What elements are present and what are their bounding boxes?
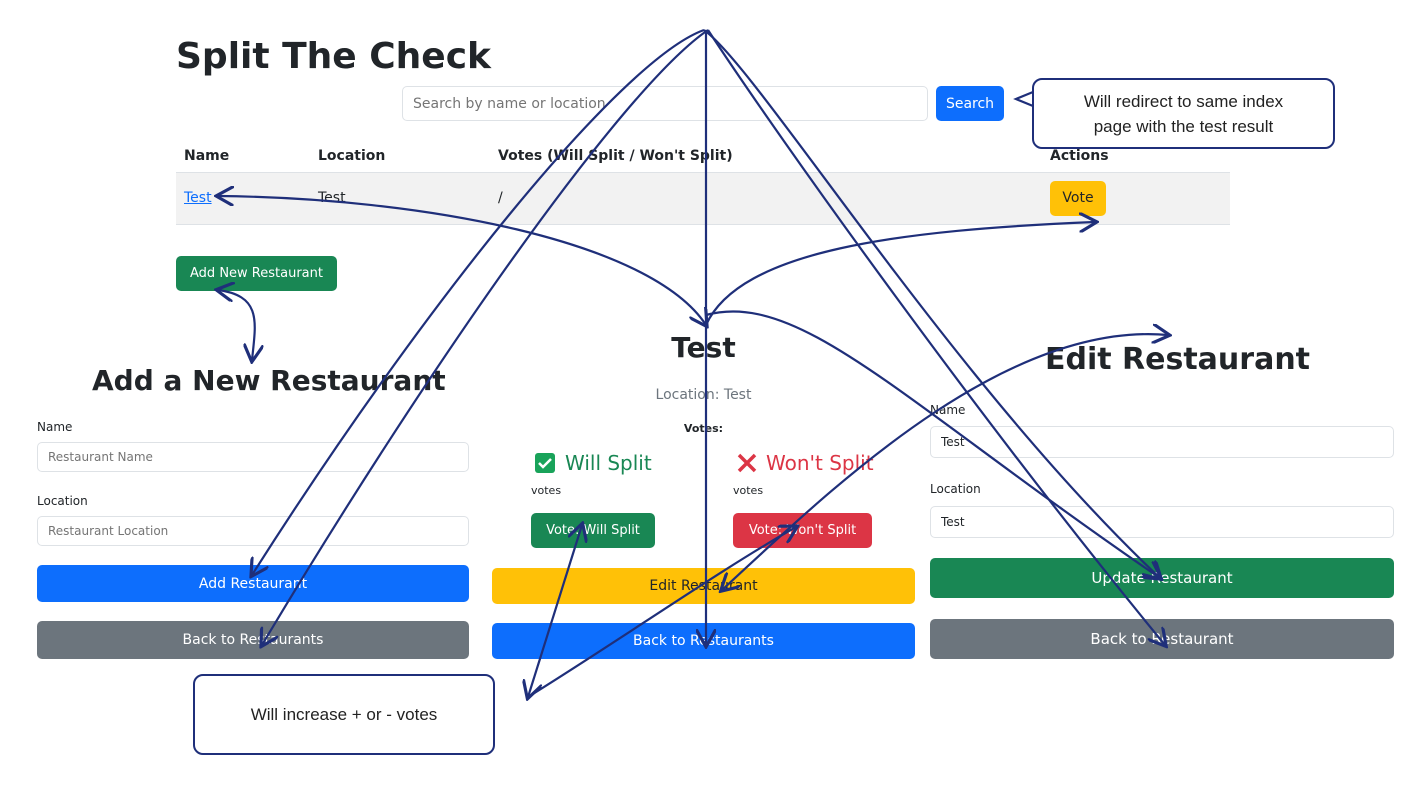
add-restaurant-button[interactable]: Add Restaurant	[37, 565, 469, 602]
check-box-icon	[535, 453, 555, 473]
add-name-field[interactable]	[37, 442, 469, 472]
show-back-to-restaurants-button[interactable]: Back to Restaurants	[492, 623, 915, 659]
row-votes: /	[498, 190, 503, 206]
back-to-restaurants-button[interactable]: Back to Restaurants	[37, 621, 469, 659]
show-location-text: Location: Test	[655, 387, 752, 403]
back-to-restaurant-button[interactable]: Back to Restaurant	[930, 619, 1394, 659]
search-redirect-callout: Will redirect to same index page with th…	[1032, 78, 1335, 149]
wont-split-votes: votes	[733, 484, 764, 497]
edit-restaurant-button[interactable]: Edit Restaurant	[492, 568, 915, 604]
update-restaurant-button[interactable]: Update Restaurant	[930, 558, 1394, 598]
add-page-title: Add a New Restaurant	[92, 364, 446, 397]
callout-pointer-search	[1013, 90, 1034, 108]
edit-name-label: Name	[930, 403, 966, 417]
restaurant-link-test[interactable]: Test	[184, 190, 212, 206]
will-split-votes: votes	[531, 484, 562, 497]
add-location-label: Location	[37, 494, 88, 508]
show-page-title: Test	[671, 331, 736, 364]
edit-page-title: Edit Restaurant	[1045, 342, 1311, 377]
wont-split-label: Won't Split	[766, 451, 874, 475]
vote-wont-split-button[interactable]: Vote: Won't Split	[733, 513, 872, 548]
search-button[interactable]: Search	[936, 86, 1004, 121]
add-name-label: Name	[37, 420, 73, 434]
index-title: Split The Check	[176, 36, 491, 77]
edit-location-field[interactable]	[930, 506, 1394, 538]
column-header-votes: Votes (Will Split / Won't Split)	[498, 147, 733, 164]
add-location-field[interactable]	[37, 516, 469, 546]
arrow-callout-to-will	[528, 525, 582, 697]
votes-heading: Votes:	[683, 422, 724, 435]
vote-button[interactable]: Vote	[1050, 180, 1106, 216]
edit-location-label: Location	[930, 482, 981, 496]
will-split-label: Will Split	[565, 451, 652, 475]
column-header-location: Location	[318, 147, 386, 164]
table-row: Test Test / Vote	[176, 172, 1230, 224]
arrow-callout-to-wont	[527, 527, 796, 698]
will-split-heading: Will Split	[535, 451, 652, 475]
row-location: Test	[318, 190, 346, 206]
vote-increase-callout: Will increase + or - votes	[193, 674, 495, 755]
wont-split-heading: Won't Split	[736, 451, 874, 475]
edit-name-field[interactable]	[930, 426, 1394, 458]
restaurants-table: Name Location Votes (Will Split / Won't …	[176, 140, 1230, 225]
arrow-vote-to-show	[704, 222, 1095, 326]
add-new-restaurant-button[interactable]: Add New Restaurant	[176, 256, 337, 291]
arrow-add-to-form	[218, 290, 255, 360]
column-header-name: Name	[184, 147, 230, 164]
vote-will-split-button[interactable]: Vote: Will Split	[531, 513, 655, 548]
cross-icon	[736, 452, 758, 474]
search-input[interactable]	[402, 86, 928, 121]
